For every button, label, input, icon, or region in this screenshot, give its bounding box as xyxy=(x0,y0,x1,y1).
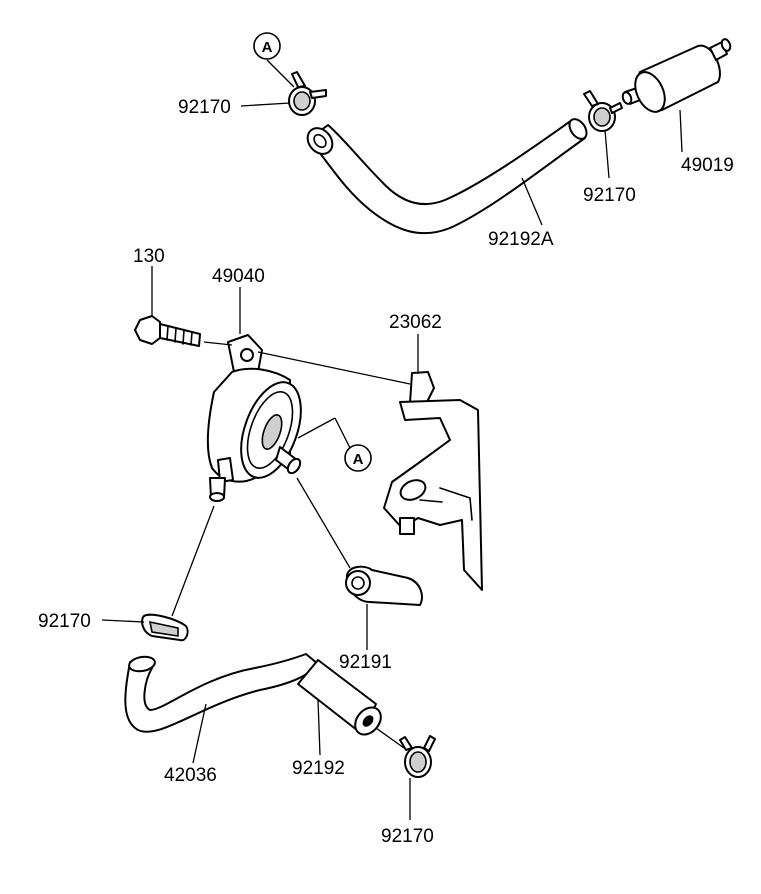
leader-lines xyxy=(101,59,683,820)
fuel-filter[interactable] xyxy=(621,38,732,117)
callout-a-top-text: A xyxy=(262,39,273,56)
label-hose-lower-left: 42036 xyxy=(164,765,217,786)
label-hose-cap: 92191 xyxy=(339,652,392,673)
label-bracket: 23062 xyxy=(389,312,442,333)
hose-lower-right[interactable] xyxy=(297,659,386,740)
clamp-top-right[interactable] xyxy=(583,90,623,132)
callout-a-pump: A xyxy=(344,444,372,472)
label-clamp-top-right: 92170 xyxy=(583,185,636,206)
callout-a-pump-text: A xyxy=(353,451,364,468)
label-hose-lower-right: 92192 xyxy=(292,758,345,779)
bolt[interactable] xyxy=(134,315,201,347)
bracket[interactable] xyxy=(383,371,483,591)
clamp-mid-left[interactable] xyxy=(141,613,189,642)
label-bolt: 130 xyxy=(133,246,165,267)
clamp-bottom[interactable] xyxy=(399,735,436,778)
clamp-top-left[interactable] xyxy=(288,71,327,116)
label-clamp-mid-left: 92170 xyxy=(38,611,91,632)
hose-lower-left[interactable] xyxy=(124,653,319,733)
label-clamp-top-left: 92170 xyxy=(178,97,231,118)
label-hose-upper: 92192A xyxy=(488,229,554,250)
callout-a-top: A xyxy=(253,32,281,60)
hose-upper[interactable] xyxy=(303,116,590,235)
label-filter: 49019 xyxy=(681,155,734,176)
hose-cap[interactable] xyxy=(345,565,423,606)
label-pump: 49040 xyxy=(212,266,265,287)
fuel-pump[interactable] xyxy=(206,334,313,502)
label-clamp-bottom: 92170 xyxy=(381,826,434,847)
